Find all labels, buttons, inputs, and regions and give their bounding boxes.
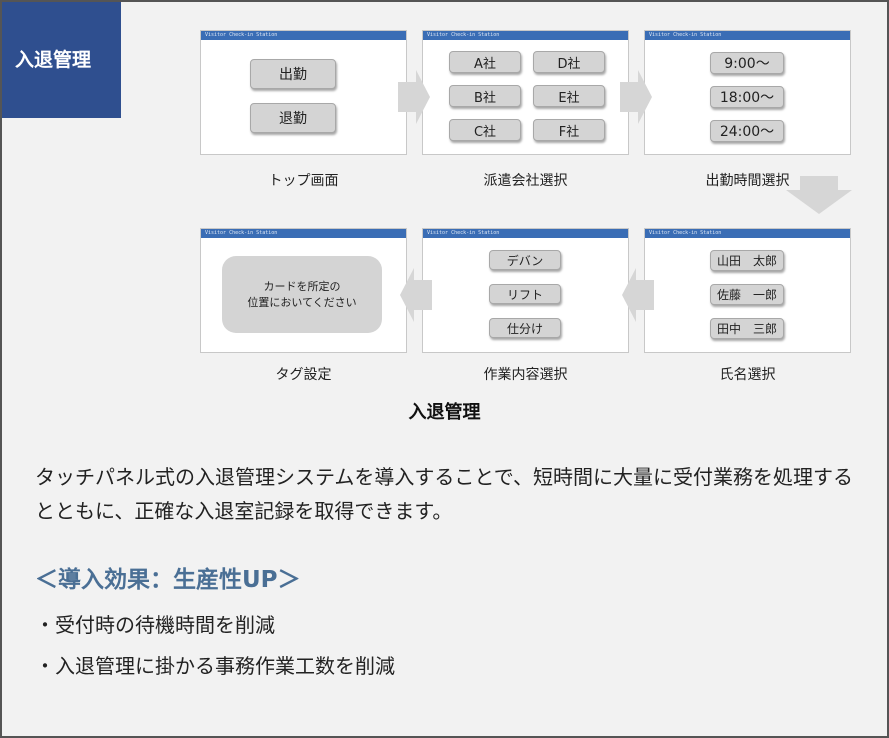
screen-name: Visitor Check-in Station 山田 太郎 佐藤 一郎 田中 … [644, 228, 851, 353]
description-text: タッチパネル式の入退管理システムを導入することで、短時間に大量に受付業務を処理す… [35, 465, 853, 523]
arrow-right-icon [398, 70, 430, 124]
clock-in-button[interactable]: 出勤 [250, 59, 336, 89]
company-a-button[interactable]: A社 [449, 51, 521, 73]
screen-header-text: Visitor Check-in Station [427, 230, 500, 236]
caption-top: トップ画面 [268, 173, 339, 189]
section-tag: 入退管理 [2, 2, 121, 118]
screen-header-text: Visitor Check-in Station [205, 230, 278, 236]
company-c-button[interactable]: C社 [449, 119, 521, 141]
screen-header-text: Visitor Check-in Station [649, 32, 722, 38]
name-sato-button[interactable]: 佐藤 一郎 [710, 284, 784, 305]
screen-top: Visitor Check-in Station 出勤 退勤 [200, 30, 407, 155]
screen-header-bar: Visitor Check-in Station [423, 31, 628, 40]
arrow-down-icon [786, 176, 852, 214]
screen-company: Visitor Check-in Station A社 D社 B社 E社 C社 … [422, 30, 629, 155]
bullet-item: ・受付時の待機時間を削減 [35, 613, 275, 637]
screen-header-bar: Visitor Check-in Station [201, 229, 406, 238]
caption-shift: 出勤時間選択 [705, 173, 790, 189]
company-e-button[interactable]: E社 [533, 85, 605, 107]
arrow-left-icon [622, 268, 654, 322]
arrow-left-icon [400, 268, 432, 322]
company-f-button[interactable]: F社 [533, 119, 605, 141]
work-lift-button[interactable]: リフト [489, 284, 561, 304]
name-yamada-button[interactable]: 山田 太郎 [710, 250, 784, 271]
screen-header-bar: Visitor Check-in Station [201, 31, 406, 40]
work-devan-button[interactable]: デバン [489, 250, 561, 270]
name-tanaka-button[interactable]: 田中 三郎 [710, 318, 784, 339]
work-sorting-button[interactable]: 仕分け [489, 318, 561, 338]
screen-header-text: Visitor Check-in Station [649, 230, 722, 236]
caption-tag: タグ設定 [275, 367, 332, 383]
card-message-line1: カードを所定の [263, 279, 341, 293]
clock-out-button[interactable]: 退勤 [250, 103, 336, 133]
company-b-button[interactable]: B社 [449, 85, 521, 107]
screen-tag: Visitor Check-in Station カードを所定の 位置においてく… [200, 228, 407, 353]
diagram-title: 入退管理 [408, 402, 481, 423]
screen-header-bar: Visitor Check-in Station [423, 229, 628, 238]
card-message-line2: 位置においてください [247, 295, 357, 309]
effect-heading: ＜導入効果：生産性UP＞ [35, 567, 301, 593]
screen-header-bar: Visitor Check-in Station [645, 31, 850, 40]
screen-shift: Visitor Check-in Station 9:00～ 18:00～ 24… [644, 30, 851, 155]
shift-1800-button[interactable]: 18:00～ [710, 86, 784, 108]
screen-work: Visitor Check-in Station デバン リフト 仕分け [422, 228, 629, 353]
screen-header-bar: Visitor Check-in Station [645, 229, 850, 238]
bullet-item: ・入退管理に掛かる事務作業工数を削減 [35, 654, 395, 678]
caption-company: 派遣会社選択 [483, 173, 568, 189]
shift-2400-button[interactable]: 24:00～ [710, 120, 784, 142]
screen-header-text: Visitor Check-in Station [205, 32, 278, 38]
screen-header-text: Visitor Check-in Station [427, 32, 500, 38]
company-d-button[interactable]: D社 [533, 51, 605, 73]
shift-0900-button[interactable]: 9:00～ [710, 52, 784, 74]
arrow-right-icon [620, 70, 652, 124]
card-placement-message: カードを所定の 位置においてください [222, 256, 382, 333]
caption-name: 氏名選択 [719, 367, 776, 383]
caption-work: 作業内容選択 [483, 367, 568, 383]
